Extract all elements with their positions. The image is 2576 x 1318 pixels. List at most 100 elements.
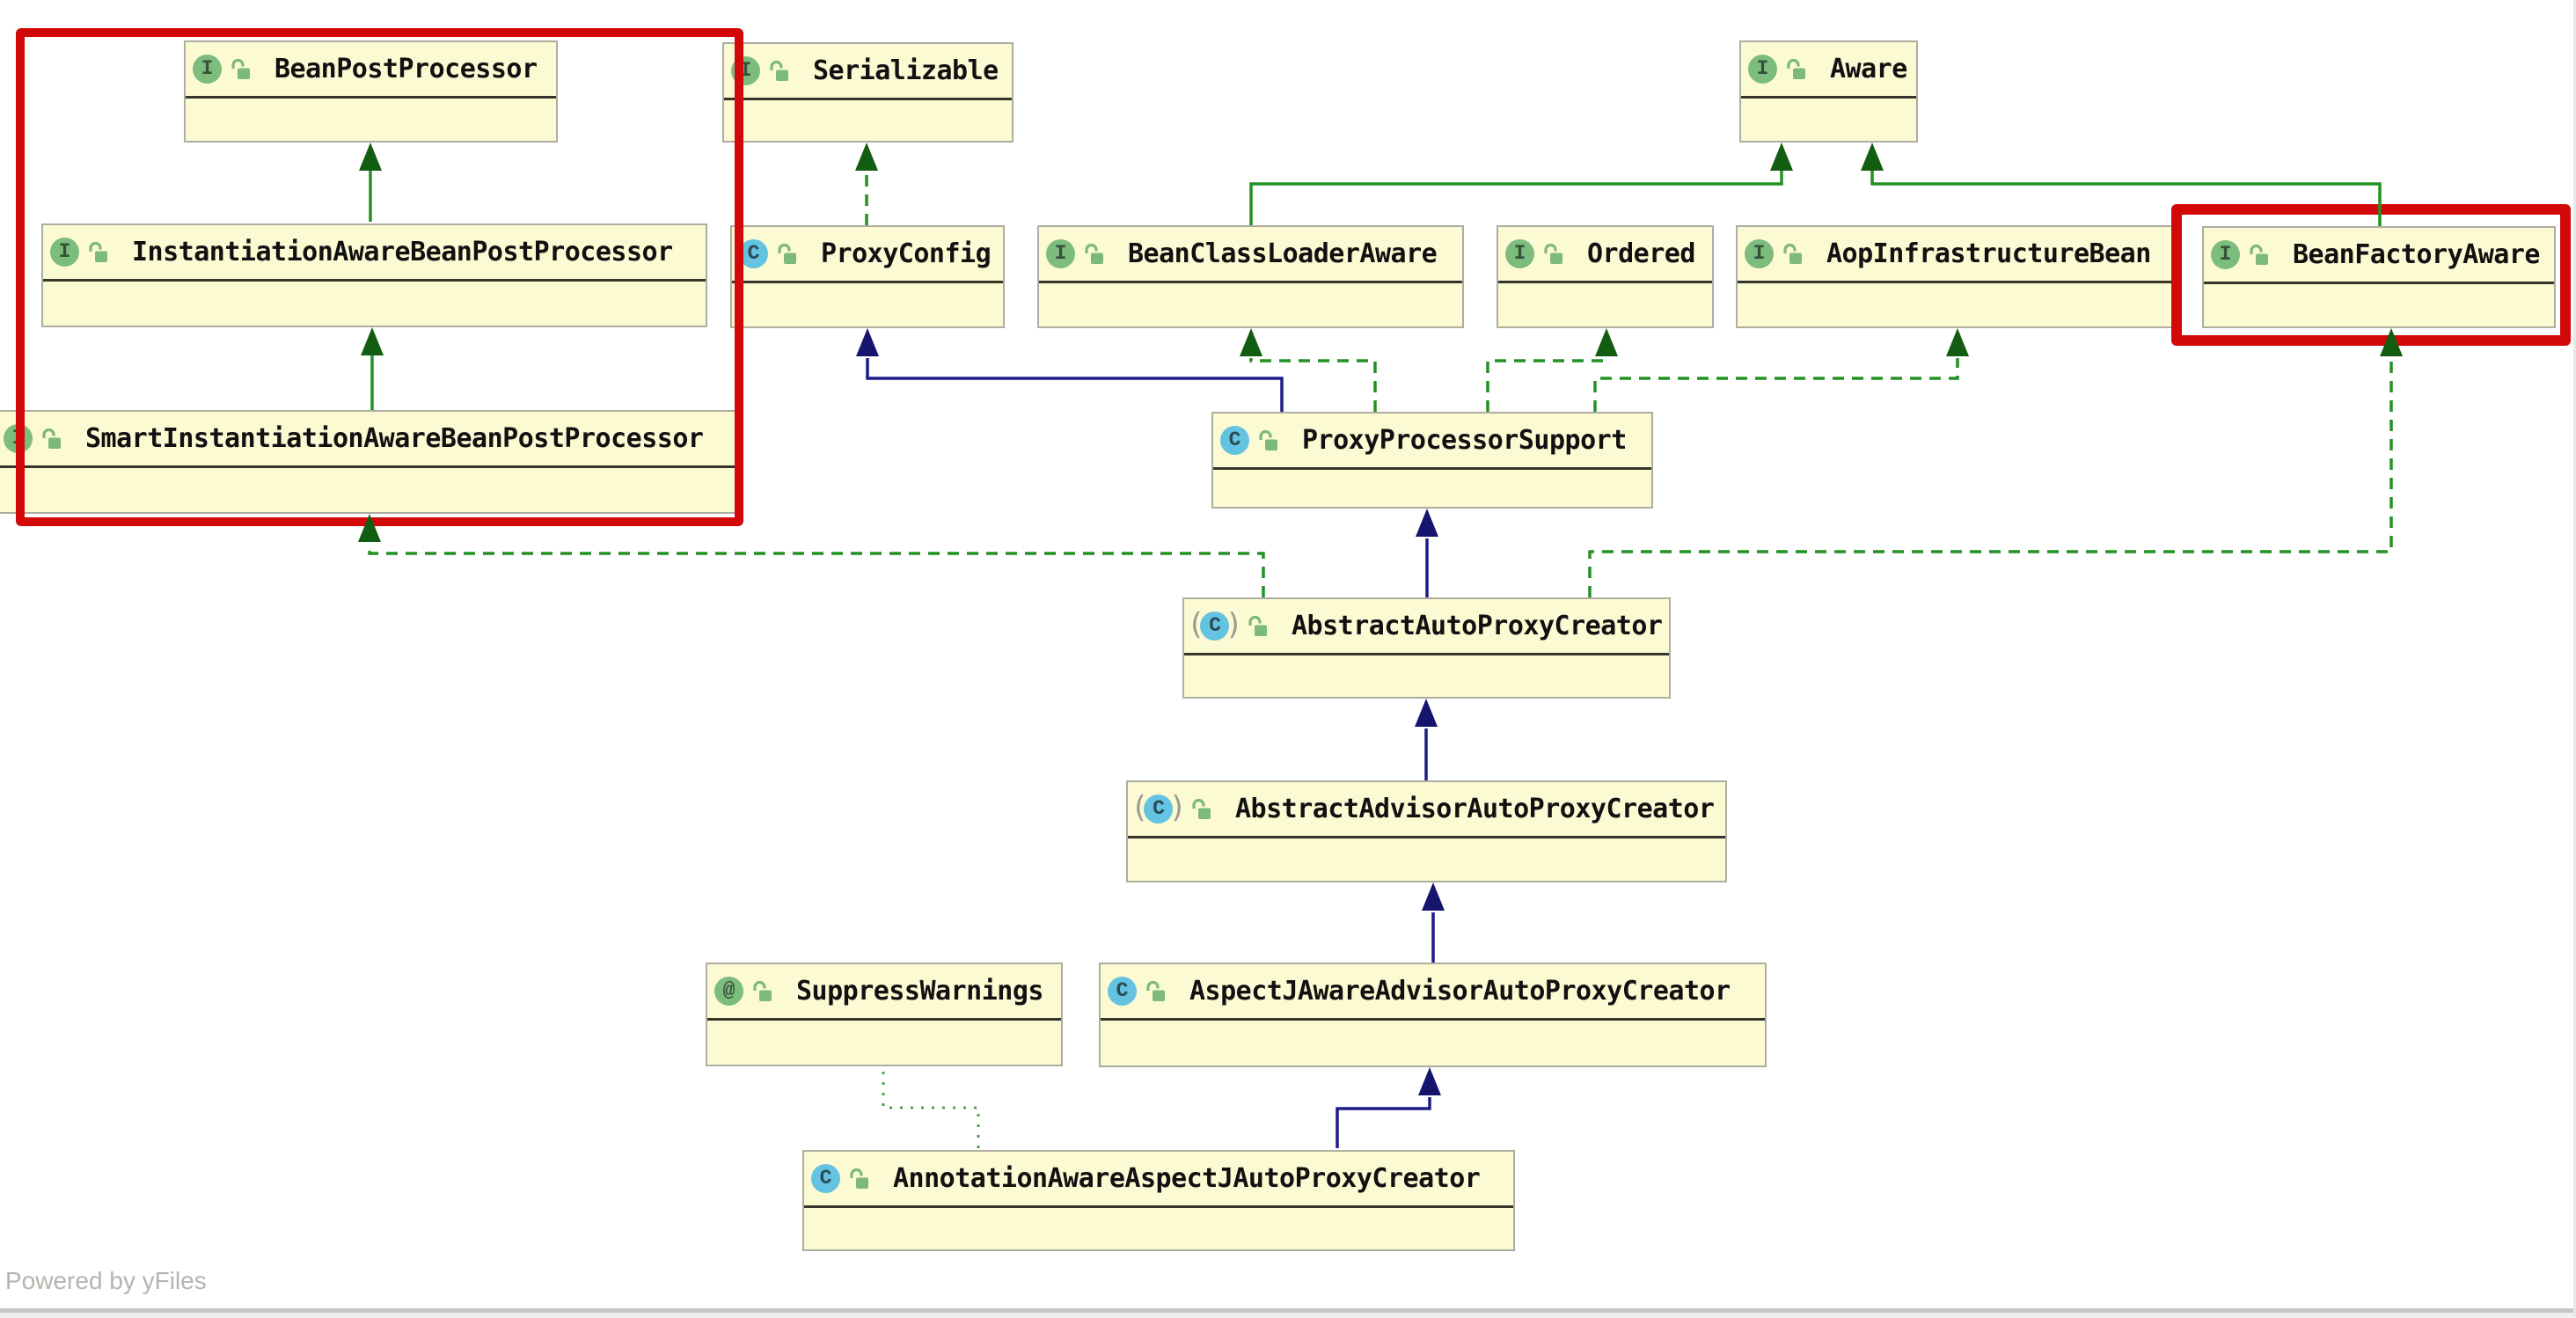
horizontal-scrollbar-track[interactable]: [0, 1313, 2576, 1318]
node-header: @ SuppressWarnings: [707, 964, 1061, 1021]
interface-icon: I: [1046, 239, 1075, 268]
lock-open-icon: [1544, 243, 1562, 264]
node-label: AbstractAutoProxyCreator: [1291, 611, 1663, 641]
node-label: AspectJAwareAdvisorAutoProxyCreator: [1189, 976, 1731, 1007]
node-BeanPostProcessor[interactable]: I BeanPostProcessor: [184, 40, 558, 143]
highlight-box-bean-factory-aware: [2171, 204, 2571, 346]
highlight-box-bean-post-processor-group: [16, 28, 743, 526]
interface-icon: I: [50, 238, 79, 267]
node-AnnotationAwareAspectJAutoProxyCreator[interactable]: C AnnotationAwareAspectJAutoProxyCreator: [802, 1150, 1515, 1251]
node-header: I Aware: [1741, 42, 1916, 99]
node-BeanFactoryAware[interactable]: I BeanFactoryAware: [2202, 226, 2556, 328]
node-header: I BeanPostProcessor: [186, 42, 556, 99]
interface-icon: I: [1745, 239, 1774, 268]
node-members-compartment: [1101, 1021, 1765, 1065]
node-InstantiationAwareBeanPostProcessor[interactable]: I InstantiationAwareBeanPostProcessor: [41, 223, 707, 327]
abstract-paren: (: [1131, 789, 1149, 825]
lock-open-icon: [89, 241, 107, 262]
node-label: SuppressWarnings: [796, 976, 1043, 1007]
powered-by-text: Powered by: [5, 1267, 143, 1294]
annotation-icon: @: [714, 977, 743, 1006]
node-header: I AopInfrastructureBean: [1738, 227, 2171, 283]
node-ProxyProcessorSupport[interactable]: C ProxyProcessorSupport: [1211, 412, 1653, 509]
node-members-compartment: [1184, 655, 1669, 697]
horizontal-scrollbar-thumb[interactable]: [0, 1308, 2576, 1313]
node-members-compartment: [1738, 283, 2171, 326]
node-header: (C) AbstractAdvisorAutoProxyCreator: [1128, 782, 1725, 838]
lock-open-icon: [1787, 58, 1805, 79]
abstract-paren: (: [1187, 606, 1205, 642]
lock-open-icon: [753, 980, 772, 1001]
yfiles-link[interactable]: yFiles: [142, 1267, 207, 1294]
class-icon: C: [811, 1164, 840, 1193]
interface-icon: I: [1505, 239, 1534, 268]
lock-open-icon: [770, 60, 788, 81]
lock-open-icon: [1248, 615, 1267, 636]
abstract-paren: ): [1168, 789, 1187, 825]
abstract-class-icon: C: [1144, 794, 1174, 824]
node-BeanClassLoaderAware[interactable]: I BeanClassLoaderAware: [1037, 225, 1464, 328]
node-Aware[interactable]: I Aware: [1739, 40, 1918, 143]
node-header: I InstantiationAwareBeanPostProcessor: [43, 225, 706, 282]
node-label: AbstractAdvisorAutoProxyCreator: [1234, 794, 1715, 824]
node-members-compartment: [1498, 283, 1712, 326]
node-members-compartment: [1128, 838, 1725, 881]
node-label: ProxyProcessorSupport: [1302, 425, 1627, 456]
node-AspectJAwareAdvisorAutoProxyCreator[interactable]: C AspectJAwareAdvisorAutoProxyCreator: [1099, 963, 1767, 1067]
node-label: BeanPostProcessor: [274, 54, 538, 84]
class-icon: C: [1108, 977, 1137, 1006]
lock-open-icon: [778, 243, 796, 264]
node-Ordered[interactable]: I Ordered: [1497, 225, 1714, 328]
node-members-compartment: [1213, 470, 1651, 507]
node-label: Aware: [1830, 54, 1907, 84]
lock-open-icon: [1192, 798, 1211, 819]
node-header: C AspectJAwareAdvisorAutoProxyCreator: [1101, 964, 1765, 1021]
node-members-compartment: [724, 100, 1012, 141]
node-header: I Ordered: [1498, 227, 1712, 283]
powered-by-yfiles: Powered by yFiles: [5, 1267, 207, 1295]
node-header: C ProxyProcessorSupport: [1213, 414, 1651, 470]
abstract-class-icon: C: [1200, 611, 1230, 641]
class-icon: C: [739, 239, 768, 268]
node-label: Ordered: [1587, 238, 1695, 269]
node-label: InstantiationAwareBeanPostProcessor: [132, 237, 673, 267]
node-label: AnnotationAwareAspectJAutoProxyCreator: [893, 1163, 1481, 1194]
lock-open-icon: [42, 428, 61, 449]
abstract-paren: ): [1225, 606, 1243, 642]
node-header: (C) AbstractAutoProxyCreator: [1184, 599, 1669, 655]
node-SuppressWarnings[interactable]: @ SuppressWarnings: [706, 963, 1063, 1066]
lock-open-icon: [231, 58, 250, 79]
interface-icon: I: [1748, 55, 1777, 84]
lock-open-icon: [1085, 243, 1103, 264]
node-AbstractAutoProxyCreator[interactable]: (C) AbstractAutoProxyCreator: [1182, 597, 1671, 699]
lock-open-icon: [2250, 244, 2268, 265]
node-header: I BeanClassLoaderAware: [1039, 227, 1462, 283]
node-label: BeanFactoryAware: [2293, 239, 2540, 270]
node-members-compartment: [804, 1208, 1513, 1249]
node-label: AopInfrastructureBean: [1826, 238, 2151, 269]
lock-open-icon: [1259, 429, 1277, 450]
node-AopInfrastructureBean[interactable]: I AopInfrastructureBean: [1736, 225, 2173, 328]
node-members-compartment: [1039, 283, 1462, 326]
lock-open-icon: [1783, 243, 1802, 264]
interface-icon: I: [2211, 240, 2240, 269]
node-members-compartment: [707, 1021, 1061, 1065]
class-icon: C: [1220, 426, 1249, 455]
node-header: C AnnotationAwareAspectJAutoProxyCreator: [804, 1152, 1513, 1208]
node-label: SmartInstantiationAwareBeanPostProcessor: [85, 423, 704, 454]
interface-icon: I: [193, 55, 222, 84]
lock-open-icon: [1146, 980, 1165, 1001]
node-members-compartment: [1741, 99, 1916, 141]
node-AbstractAdvisorAutoProxyCreator[interactable]: (C) AbstractAdvisorAutoProxyCreator: [1126, 780, 1727, 882]
node-label: Serializable: [813, 55, 999, 86]
node-header: I BeanFactoryAware: [2204, 228, 2554, 284]
node-members-compartment: [732, 283, 1003, 326]
canvas-right-edge: [2573, 0, 2576, 1318]
node-label: BeanClassLoaderAware: [1128, 238, 1438, 269]
